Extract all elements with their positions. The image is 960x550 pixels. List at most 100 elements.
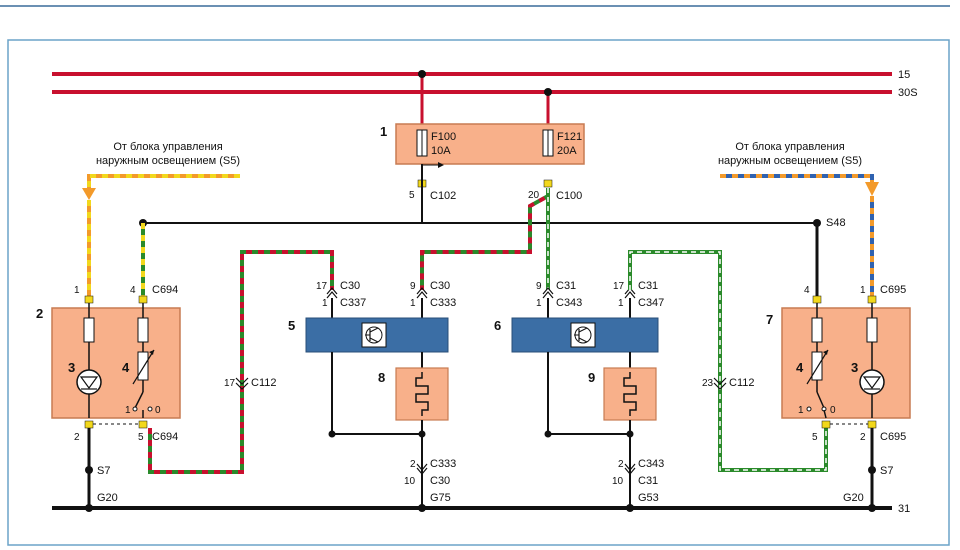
junction-relay6-out: [544, 430, 552, 438]
relay5-pin-c10: 10: [404, 476, 416, 487]
rail-15-label: 15: [898, 69, 910, 81]
relay6-conn-b1: C347: [638, 297, 664, 309]
c694-bot-label: C694: [152, 431, 178, 443]
g20-left-label: G20: [97, 492, 118, 504]
left-switch-1: 1: [125, 405, 131, 416]
c694-top-pin1: 1: [74, 285, 80, 296]
heater8-number: 8: [378, 370, 385, 385]
relay5-conn-c: C333: [430, 458, 456, 470]
relay6-number: 6: [494, 318, 501, 333]
relay5-conn-c1: C30: [430, 475, 450, 487]
junction-30s: [544, 88, 552, 96]
right-rheo-number: 4: [796, 360, 804, 375]
c31-c343-connector-icon: [542, 287, 554, 299]
fuse-f121-rating: 20A: [557, 145, 577, 157]
right-rheostat-icon: [811, 351, 823, 381]
c112-right-pin: 23: [702, 378, 714, 389]
relay6-pin-c10: 10: [612, 476, 624, 487]
relay5-pin-c2: 2: [410, 459, 416, 470]
connector-c100-pin: [543, 179, 553, 188]
rail-30s-label: 30S: [898, 87, 918, 99]
wire-left-source: [87, 174, 240, 192]
relay6-pin-b17: 17: [613, 281, 625, 292]
right-unit-number: 7: [766, 312, 773, 327]
rail-31-label: 31: [898, 503, 910, 515]
c100-label: C100: [556, 190, 582, 202]
heater8-coil-icon: [415, 372, 429, 416]
c112-left-connector-icon: [235, 377, 249, 390]
relay5-conn-a1: C337: [340, 297, 366, 309]
connector-c695-top-1: [867, 295, 877, 304]
junction-15: [418, 70, 426, 78]
diagram-frame: [7, 39, 950, 546]
connector-c695-top-4: [812, 295, 822, 304]
right-switch-1: 1: [798, 405, 804, 416]
c102-pin-label: 5: [409, 190, 415, 201]
c694-top-pin4: 4: [130, 285, 136, 296]
c695-top-pin4: 4: [804, 285, 810, 296]
relay6-pin-c2: 2: [618, 459, 624, 470]
connector-c694-bot-5: [138, 420, 148, 429]
connector-c695-bot-2: [867, 420, 877, 429]
c695-top-label: C695: [880, 284, 906, 296]
junction-g75: [418, 504, 426, 512]
relay6-pin-a9: 9: [536, 281, 542, 292]
g75-label: G75: [430, 492, 451, 504]
left-switch-0: 0: [155, 405, 161, 416]
relay5-pin-b9: 9: [410, 281, 416, 292]
heater9-coil-icon: [623, 372, 637, 416]
c333-c30-connector-icon: [416, 463, 428, 475]
fuse-f100-rating: 10A: [431, 145, 451, 157]
left-source-line2: наружным освещением (S5): [96, 155, 240, 167]
c102-label: C102: [430, 190, 456, 202]
left-dashboard-unit: [51, 303, 181, 419]
relay5-conn-b1: C333: [430, 297, 456, 309]
fuse-f121-name: F121: [557, 131, 582, 143]
left-switch-icon: [134, 391, 144, 409]
c100-pin-label: 20: [528, 190, 540, 201]
left-unit-number: 2: [36, 306, 43, 321]
g53-label: G53: [638, 492, 659, 504]
relay-6: [511, 317, 659, 353]
relay5-pin-a1: 1: [322, 298, 328, 309]
junction-relay5-out: [328, 430, 336, 438]
c30-c337-connector-icon: [326, 287, 338, 299]
relay6-pin-a1: 1: [536, 298, 542, 309]
relay5-pin-a17: 17: [316, 281, 328, 292]
connector-c694-top-4: [138, 295, 148, 304]
g20-right-label: G20: [843, 492, 864, 504]
c695-bot-pin2: 2: [860, 432, 866, 443]
left-rheostat-icon: [137, 351, 149, 381]
c695-bot-label: C695: [880, 431, 906, 443]
relay5-pin-b1: 1: [410, 298, 416, 309]
left-source-line1: От блока управления: [113, 141, 222, 153]
relay6-conn-c: C343: [638, 458, 664, 470]
c695-bot-pin5: 5: [812, 432, 818, 443]
s48-label: S48: [826, 217, 846, 229]
junction-g20-right: [868, 504, 876, 512]
heater-8: [395, 367, 449, 421]
right-switch-icon: [816, 391, 825, 409]
relay5-conn-a: C30: [340, 280, 360, 292]
relay5-conn-b: C30: [430, 280, 450, 292]
relay6-pin-b1: 1: [618, 298, 624, 309]
connector-c694-top-1: [84, 295, 94, 304]
c695-top-pin1: 1: [860, 285, 866, 296]
right-source-line2: наружным освещением (S5): [718, 155, 862, 167]
right-switch-0: 0: [830, 405, 836, 416]
right-source-line1: От блока управления: [735, 141, 844, 153]
junction-s7-left: [85, 466, 93, 474]
fuse-f100-name: F100: [431, 131, 456, 143]
c694-bot-pin2: 2: [74, 432, 80, 443]
connector-c695-bot-5: [821, 420, 831, 429]
s7-right-label: S7: [880, 465, 893, 477]
c112-left-pin: 17: [224, 378, 236, 389]
left-rheo-number: 4: [122, 360, 130, 375]
relay-5: [305, 317, 449, 353]
c112-left-label: C112: [251, 377, 276, 389]
right-source-arrow: [865, 182, 879, 196]
c112-right-connector-icon: [713, 377, 727, 390]
relay6-conn-b: C31: [638, 280, 658, 292]
junction-g53: [626, 504, 634, 512]
